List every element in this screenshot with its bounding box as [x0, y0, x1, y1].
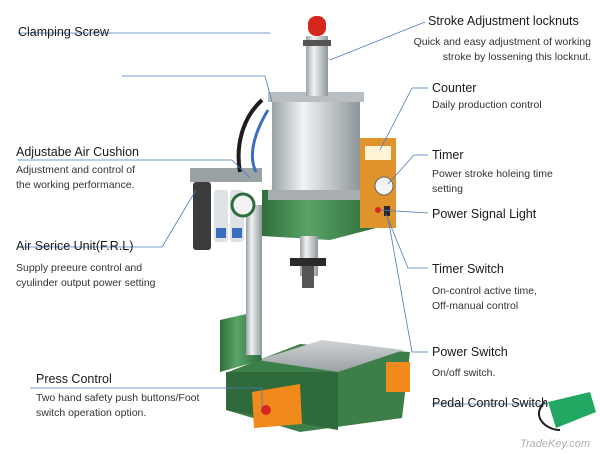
pedal-switch	[538, 392, 596, 431]
desc-counter: Daily production control	[432, 98, 542, 113]
desc-timer: Power stroke holeing time setting	[432, 167, 553, 197]
desc-stroke-locknut: Quick and easy adjustment of working str…	[391, 35, 591, 65]
desc-counter-line1: Daily production control	[432, 99, 542, 111]
press-control-box	[252, 362, 410, 428]
air-cylinder	[268, 92, 364, 200]
desc-press-control-line1: Two hand safety push buttons/Foot	[36, 392, 200, 404]
desc-press-control-line2: switch operation option.	[36, 407, 147, 419]
desc-air-cushion-line1: Adjustment and control of	[16, 164, 136, 176]
label-power-signal: Power Signal Light	[432, 207, 537, 221]
desc-timer-switch: On-control active time, Off-manual contr…	[432, 284, 537, 314]
desc-timer-switch-line2: Off-manual control	[432, 300, 519, 312]
desc-timer-line2: setting	[432, 183, 463, 195]
desc-air-service-line2: cyulinder output power setting	[16, 277, 156, 289]
desc-timer-switch-line1: On-control active time,	[432, 285, 538, 297]
label-timer-switch: Timer Switch	[432, 262, 504, 276]
desc-stroke-locknut-line1: Quick and easy adjustment of working	[413, 36, 591, 48]
label-air-cushion: Adjustabe Air Cushion	[16, 145, 139, 159]
label-pedal-switch: Pedal Control Switch	[432, 396, 549, 410]
desc-power-switch-line1: On/off switch.	[432, 367, 496, 379]
stroke-rod	[303, 16, 331, 96]
desc-air-cushion: Adjustment and control of the working pe…	[16, 163, 135, 193]
label-counter: Counter	[432, 81, 477, 95]
desc-press-control: Two hand safety push buttons/Foot switch…	[36, 391, 199, 421]
machine-column	[220, 205, 262, 372]
frl-unit	[190, 98, 270, 250]
label-power-switch: Power Switch	[432, 345, 508, 359]
label-stroke-locknut: Stroke Adjustment locknuts	[428, 14, 579, 28]
watermark: TradeKey.com	[520, 438, 590, 450]
desc-air-service: Supply preeure control and cyulinder out…	[16, 261, 156, 291]
desc-stroke-locknut-line2: stroke by lossening this locknut.	[442, 51, 591, 63]
control-panel	[360, 138, 396, 228]
desc-air-cushion-line2: the working performance.	[16, 179, 135, 191]
desc-power-switch: On/off switch.	[432, 366, 495, 381]
desc-air-service-line1: Supply preeure control and	[16, 262, 143, 274]
label-clamping-screw: Clamping Screw	[18, 25, 110, 39]
label-timer: Timer	[432, 148, 464, 162]
label-press-control: Press Control	[36, 372, 112, 386]
desc-timer-line1: Power stroke holeing time	[432, 168, 553, 180]
label-air-service: Air Serice Unit(F.R.L)	[16, 239, 134, 253]
leader-lines	[18, 21, 548, 408]
machine-head	[262, 188, 376, 288]
